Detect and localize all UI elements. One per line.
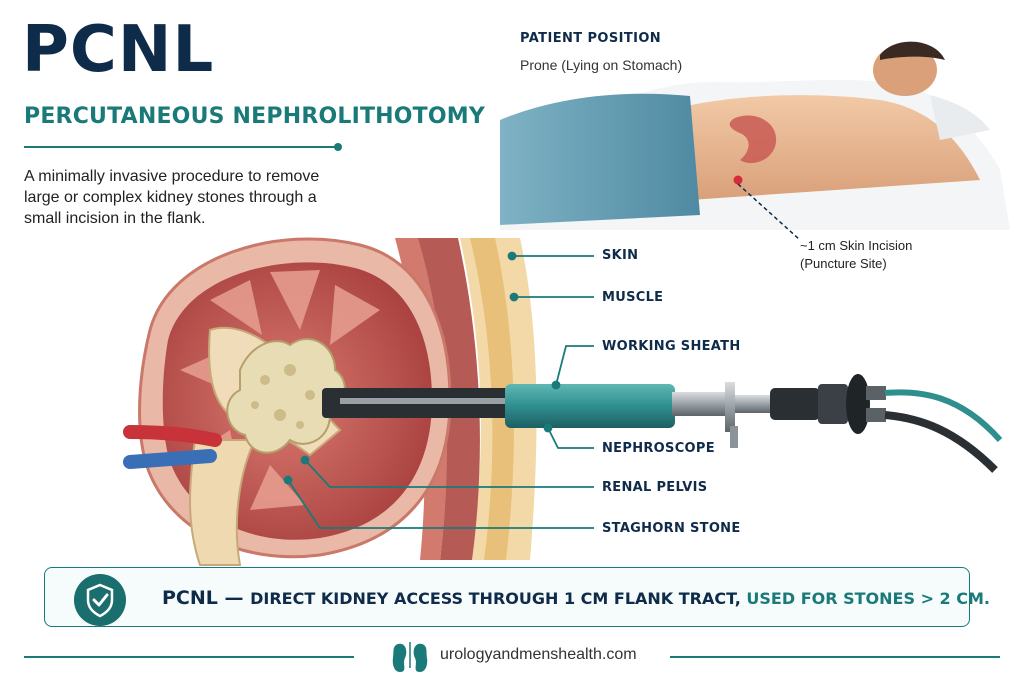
callout-skin: SKIN: [602, 248, 639, 263]
summary-main: DIRECT KIDNEY ACCESS THROUGH 1 CM FLANK …: [250, 589, 741, 608]
working-sheath: [505, 384, 675, 428]
patient-position-heading: PATIENT POSITION: [520, 31, 662, 46]
summary-text: PCNL — DIRECT KIDNEY ACCESS THROUGH 1 CM…: [162, 587, 990, 609]
callout-lines: [283, 251, 594, 529]
summary-emphasis: USED FOR STONES > 2 CM.: [740, 589, 990, 608]
callout-working-sheath: WORKING SHEATH: [602, 339, 741, 354]
nephroscope-instrument: [322, 374, 1003, 473]
incision-label-line1: ~1 cm Skin Incision: [800, 238, 913, 253]
callout-staghorn-stone: STAGHORN STONE: [602, 521, 741, 536]
patient-figure: [500, 41, 1010, 241]
summary-lead: PCNL: [162, 587, 218, 609]
renal-vessels: [123, 425, 222, 469]
incision-label: ~1 cm Skin Incision (Puncture Site): [800, 237, 950, 273]
incision-label-line2: (Puncture Site): [800, 256, 887, 271]
kidney-icon: [392, 642, 428, 672]
page-subtitle: PERCUTANEOUS NEPHROLITHOTOMY: [24, 104, 486, 129]
summary-banner: [44, 567, 970, 627]
footer-divider-right: [670, 656, 1000, 658]
callout-muscle: MUSCLE: [602, 290, 664, 305]
shield-check-icon: [74, 574, 126, 626]
patient-position-detail: Prone (Lying on Stomach): [520, 57, 683, 73]
back-kidney-icon: [729, 115, 777, 164]
footer-url: urologyandmenshealth.com: [440, 646, 637, 663]
procedure-description: A minimally invasive procedure to remove…: [24, 168, 320, 227]
title-divider: [24, 146, 338, 148]
callout-renal-pelvis: RENAL PELVIS: [602, 480, 708, 495]
summary-dash: —: [217, 587, 251, 609]
page-title: PCNL: [22, 13, 215, 87]
incision-marker: [733, 175, 743, 185]
title-divider-dot: [334, 143, 342, 151]
footer-divider-left: [24, 656, 354, 658]
callout-nephroscope: NEPHROSCOPE: [602, 441, 715, 456]
